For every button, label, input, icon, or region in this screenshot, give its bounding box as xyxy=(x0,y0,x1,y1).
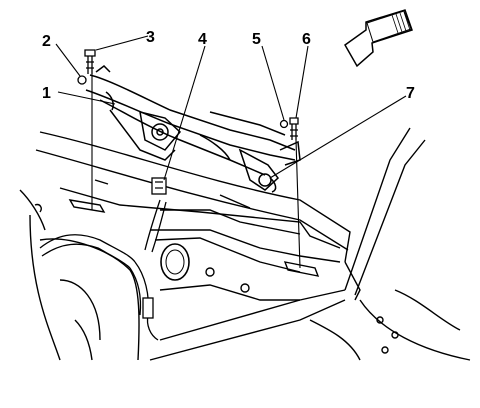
wiper-motor-connector xyxy=(151,177,167,195)
callout-2: 2 xyxy=(42,33,51,50)
nut-2 xyxy=(77,75,87,85)
bolt-right xyxy=(289,117,299,140)
wiring-harness xyxy=(39,199,167,341)
wiper-module-assembly xyxy=(85,65,301,193)
callout-1: 1 xyxy=(42,85,51,102)
callout-5: 5 xyxy=(252,31,261,48)
callouts: 1 2 3 4 5 6 7 xyxy=(42,29,415,102)
nut-5 xyxy=(279,119,289,129)
leader-lines xyxy=(55,35,407,269)
vehicle-cowl-structure xyxy=(19,127,471,361)
callout-4: 4 xyxy=(198,31,207,48)
bolt-left xyxy=(84,49,96,74)
callout-6: 6 xyxy=(302,31,311,48)
arrow-left-icon xyxy=(344,9,413,68)
callout-7: 7 xyxy=(406,85,415,102)
callout-3: 3 xyxy=(146,29,155,46)
